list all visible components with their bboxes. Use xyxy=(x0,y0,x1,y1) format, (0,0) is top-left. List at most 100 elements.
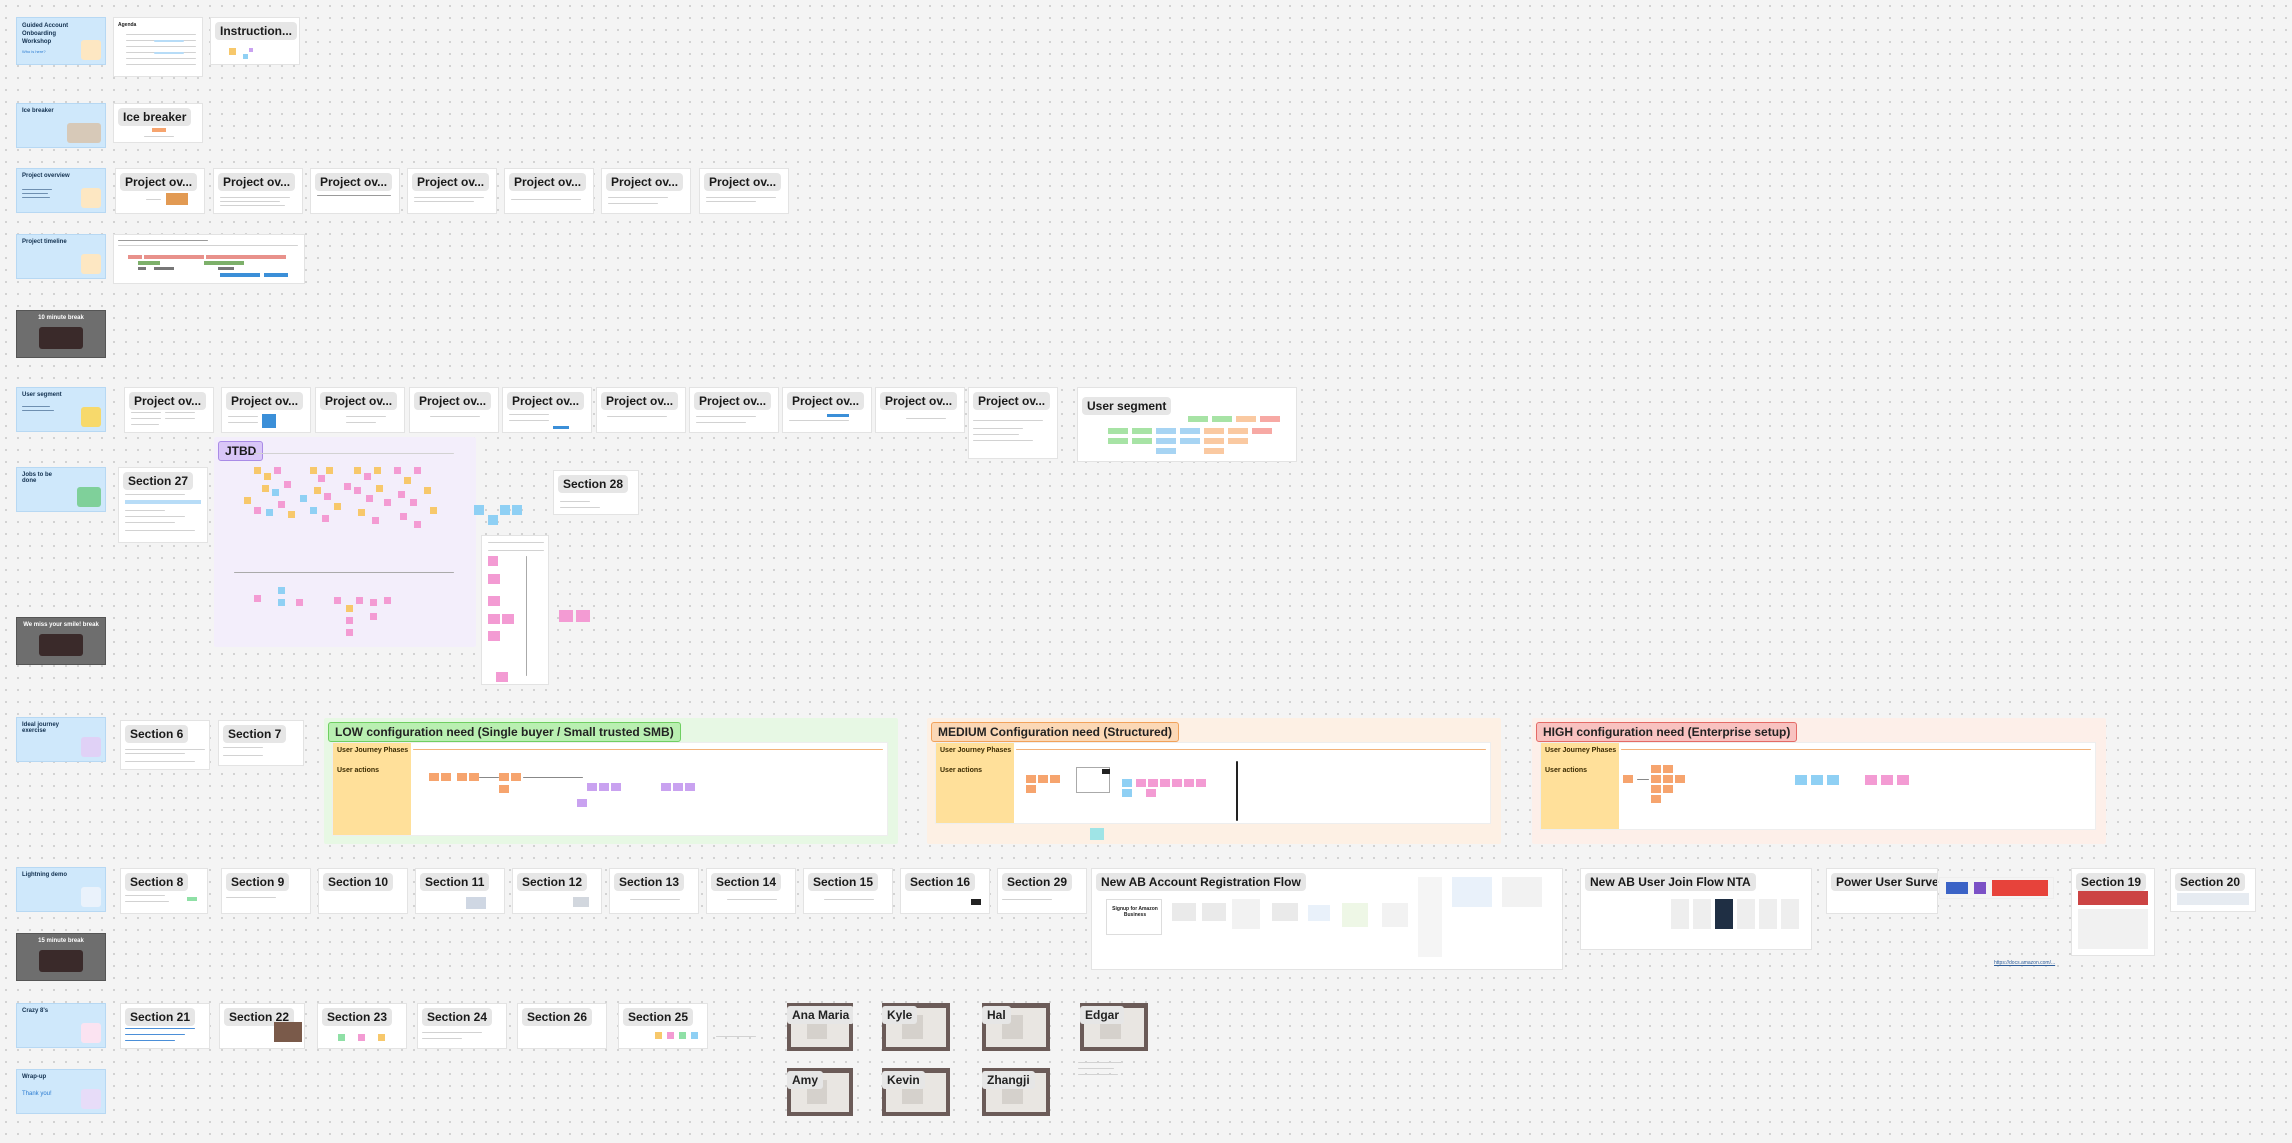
section-13-frame[interactable]: Section 13 xyxy=(609,868,699,914)
sticky-note[interactable] xyxy=(474,505,484,515)
user-segment-overview-4[interactable]: Project ov... xyxy=(409,387,499,433)
user-segment-overview-9[interactable]: Project ov... xyxy=(875,387,965,433)
high-journey-map[interactable]: User Journey Phases User actions xyxy=(1540,742,2096,830)
project-overview-frame-5[interactable]: Project ov... xyxy=(504,168,594,214)
section-23-frame[interactable]: Section 23 xyxy=(317,1003,407,1049)
row-label-break-2[interactable]: We miss your smile! break xyxy=(16,617,106,665)
project-overview-frame-3[interactable]: Project ov... xyxy=(310,168,400,214)
participant-photo[interactable]: Hal xyxy=(982,1003,1050,1051)
jtbd-board[interactable]: JTBD xyxy=(214,437,476,647)
section-7-frame[interactable]: Section 7 xyxy=(218,720,304,766)
low-journey-map[interactable]: User Journey Phases User actions xyxy=(332,742,888,836)
section-16-frame[interactable]: Section 16 xyxy=(900,868,990,914)
sticky-note[interactable] xyxy=(500,505,510,515)
agenda-frame[interactable]: Agenda xyxy=(113,17,203,77)
row-label-ideal-journey[interactable]: Ideal journey exercise xyxy=(16,717,106,762)
medium-journey-map[interactable]: User Journey Phases User actions xyxy=(935,742,1491,824)
row-label-project-timeline[interactable]: Project timeline xyxy=(16,234,106,279)
power-user-screens[interactable] xyxy=(1939,877,2054,899)
row-title: Project timeline xyxy=(22,239,67,245)
participant-photo[interactable]: Amy xyxy=(787,1068,853,1116)
sticky-notes-icon xyxy=(77,487,101,507)
row-title: Ice breaker xyxy=(22,108,54,114)
journey-phase-column: User Journey Phases User actions xyxy=(333,743,411,835)
url-link[interactable]: https://docs.amazon.com/... xyxy=(1994,960,2056,966)
participant-photo[interactable]: Kyle xyxy=(882,1003,950,1051)
row-label-guided-onboarding[interactable]: Guided Account Onboarding Workshop Who i… xyxy=(16,17,106,65)
section-24-frame[interactable]: Section 24 xyxy=(417,1003,507,1049)
user-segment-overview-7[interactable]: Project ov... xyxy=(689,387,779,433)
actions-label: User actions xyxy=(337,767,380,774)
user-segment-frame[interactable]: User segment xyxy=(1077,387,1297,462)
sticky-note[interactable] xyxy=(512,505,522,515)
row-label-crazy-8s[interactable]: Crazy 8's xyxy=(16,1003,106,1048)
user-segment-overview-6[interactable]: Project ov... xyxy=(596,387,686,433)
frame-title: Project ov... xyxy=(694,392,772,410)
agenda-title: Agenda xyxy=(118,22,137,28)
row-label-jtbd[interactable]: Jobs to be done xyxy=(16,467,106,512)
section-6-frame[interactable]: Section 6 xyxy=(120,720,210,770)
project-overview-frame-1[interactable]: Project ov... xyxy=(115,168,205,214)
project-timeline-frame[interactable] xyxy=(113,234,305,284)
sticky-notes-icon xyxy=(81,407,101,427)
instructions-frame[interactable]: Instruction... xyxy=(210,17,300,65)
participant-photo[interactable]: Kevin xyxy=(882,1068,950,1116)
jtbd-side-frame[interactable] xyxy=(481,535,549,685)
section-22-frame[interactable]: Section 22 xyxy=(219,1003,305,1049)
icebreaker-frame[interactable]: Ice breaker xyxy=(113,103,203,143)
section-8-frame[interactable]: Section 8 xyxy=(120,868,208,914)
project-overview-frame-7[interactable]: Project ov... xyxy=(699,168,789,214)
sticky-note[interactable] xyxy=(1090,828,1104,840)
lightbulb-icon xyxy=(81,887,101,907)
section-19-frame[interactable]: Section 19 xyxy=(2071,868,2155,956)
row-label-break-3[interactable]: 15 minute break xyxy=(16,933,106,981)
section-20-frame[interactable]: Section 20 xyxy=(2170,868,2256,912)
new-ab-join-frame[interactable]: New AB User Join Flow NTA xyxy=(1580,868,1812,950)
user-segment-overview-1[interactable]: Project ov... xyxy=(124,387,214,433)
row-label-wrap-up[interactable]: Wrap-up Thank you! xyxy=(16,1069,106,1114)
user-segment-overview-8[interactable]: Project ov... xyxy=(782,387,872,433)
sticky-note[interactable] xyxy=(559,610,573,622)
frame-title: Section 27 xyxy=(123,472,194,490)
section-27-frame[interactable]: Section 27 xyxy=(118,467,208,543)
row-label-break-1[interactable]: 10 minute break xyxy=(16,310,106,358)
medium-config-section[interactable]: MEDIUM Configuration need (Structured) U… xyxy=(927,718,1501,844)
user-segment-overview-5[interactable]: Project ov... xyxy=(502,387,592,433)
section-26-frame[interactable]: Section 26 xyxy=(517,1003,607,1049)
section-15-frame[interactable]: Section 15 xyxy=(803,868,893,914)
section-25-frame[interactable]: Section 25 xyxy=(618,1003,708,1049)
participant-name: Hal xyxy=(982,1006,1011,1024)
sticky-note[interactable] xyxy=(488,515,498,525)
frame-title: Section 24 xyxy=(422,1008,493,1026)
participant-photo[interactable]: Edgar xyxy=(1080,1003,1148,1051)
high-config-section[interactable]: HIGH configuration need (Enterprise setu… xyxy=(1532,718,2106,844)
new-ab-registration-frame[interactable]: New AB Account Registration Flow Signup … xyxy=(1091,868,1563,970)
user-segment-overview-2[interactable]: Project ov... xyxy=(221,387,311,433)
frame-title: Project ov... xyxy=(120,173,198,191)
section-10-frame[interactable]: Section 10 xyxy=(318,868,408,914)
row-title: Crazy 8's xyxy=(22,1008,49,1014)
participant-photo[interactable]: Zhangji xyxy=(982,1068,1050,1116)
project-overview-frame-4[interactable]: Project ov... xyxy=(407,168,497,214)
user-segment-overview-3[interactable]: Project ov... xyxy=(315,387,405,433)
frame-title: Section 8 xyxy=(125,873,189,891)
section-21-frame[interactable]: Section 21 xyxy=(120,1003,210,1049)
project-overview-frame-2[interactable]: Project ov... xyxy=(213,168,303,214)
section-9-frame[interactable]: Section 9 xyxy=(221,868,311,914)
sticky-note[interactable] xyxy=(576,610,590,622)
low-config-section[interactable]: LOW configuration need (Single buyer / S… xyxy=(324,718,898,844)
section-12-frame[interactable]: Section 12 xyxy=(512,868,602,914)
row-title: User segment xyxy=(22,392,62,398)
row-label-icebreaker[interactable]: Ice breaker xyxy=(16,103,106,148)
section-11-frame[interactable]: Section 11 xyxy=(415,868,505,914)
row-label-lightning-demo[interactable]: Lightning demo xyxy=(16,867,106,912)
section-29-frame[interactable]: Section 29 xyxy=(997,868,1087,914)
row-label-user-segment[interactable]: User segment xyxy=(16,387,106,432)
project-overview-frame-6[interactable]: Project ov... xyxy=(601,168,691,214)
row-label-project-overview[interactable]: Project overview xyxy=(16,168,106,213)
power-user-survey-frame[interactable]: Power User Survey xyxy=(1826,868,1938,914)
section-28-frame[interactable]: Section 28 xyxy=(553,470,639,515)
participant-photo[interactable]: Ana Maria xyxy=(787,1003,853,1051)
section-14-frame[interactable]: Section 14 xyxy=(706,868,796,914)
user-segment-overview-10[interactable]: Project ov... xyxy=(968,387,1058,459)
